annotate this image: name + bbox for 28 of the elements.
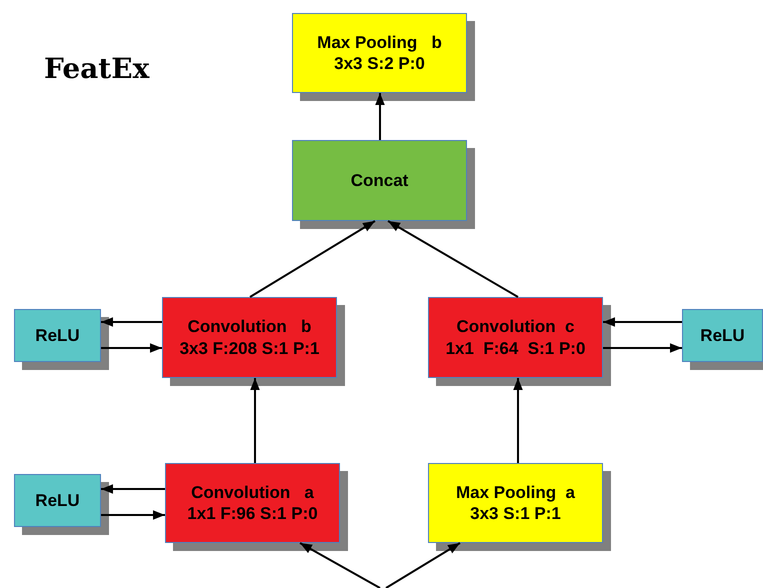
- layer-parameters: 1x1 F:64 S:1 P:0: [446, 338, 586, 359]
- arrow: [250, 378, 260, 463]
- layer-name: Max Pooling b: [317, 32, 442, 53]
- layer-name: ReLU: [35, 324, 80, 346]
- layer-name: Convolution c: [456, 316, 575, 338]
- layer-name: ReLU: [700, 324, 745, 346]
- layer-parameters: 1x1 F:96 S:1 P:0: [187, 503, 318, 524]
- layer-name: Convolution a: [191, 482, 314, 503]
- arrow: [101, 484, 165, 494]
- layer-parameters: 3x3 S:1 P:1: [470, 503, 561, 524]
- arrow: [385, 542, 461, 588]
- arrow: [513, 378, 523, 463]
- layer-name: Convolution b: [188, 316, 312, 338]
- arrow: [388, 220, 518, 298]
- layer-parameters: 3x3 S:2 P:0: [334, 53, 425, 74]
- layer-name: ReLU: [35, 490, 80, 512]
- arrow: [603, 317, 682, 327]
- arrow: [101, 317, 162, 327]
- arrow: [249, 220, 376, 298]
- arrow: [300, 542, 380, 588]
- arrow: [101, 343, 162, 353]
- arrow: [101, 510, 165, 520]
- arrow: [375, 93, 385, 140]
- arrow: [603, 343, 682, 353]
- diagram-title: FeatEx: [44, 52, 150, 85]
- layer-name: Max Pooling a: [456, 482, 576, 503]
- layer-name: Concat: [350, 170, 408, 192]
- layer-parameters: 3x3 F:208 S:1 P:1: [180, 338, 320, 359]
